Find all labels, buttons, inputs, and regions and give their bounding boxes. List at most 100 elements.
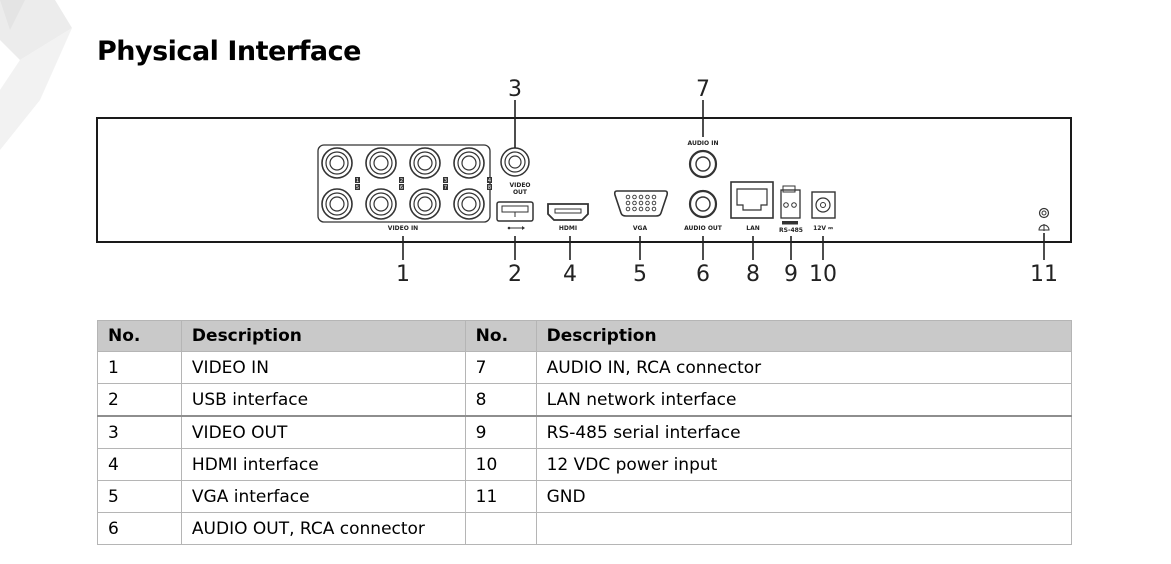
cell-description: USB interface [180, 383, 466, 417]
channel-badge [443, 177, 448, 183]
cell-description: 12 VDC power input [535, 448, 1073, 481]
bnc-connector [409, 188, 441, 220]
bnc-connector [365, 147, 397, 179]
table-row: 5 VGA interface 11 GND [97, 480, 1073, 513]
callout-7: 7 [696, 77, 710, 102]
vga-pin [625, 206, 631, 212]
channel-badge [399, 184, 404, 190]
callout-1: 1 [396, 262, 410, 287]
interface-table: No. Description No. Description 1 VIDEO … [97, 320, 1073, 545]
vga-pin [645, 206, 650, 212]
usb-port [496, 201, 534, 230]
cell-no: 6 [97, 512, 182, 545]
video-out-label-line1: VIDEO [509, 182, 530, 189]
cell-description: VIDEO IN [180, 351, 466, 384]
channel-badge [443, 184, 448, 190]
cell-no: 9 [464, 415, 537, 449]
channel-badge [399, 177, 404, 183]
channel-badge [355, 177, 360, 183]
cell-no: 2 [97, 383, 182, 417]
cell-description [535, 512, 1073, 545]
callout-10: 10 [809, 262, 837, 287]
table-row: 4 HDMI interface 10 12 VDC power input [97, 448, 1073, 481]
video-in-label: VIDEO IN [388, 225, 418, 232]
cell-no: 1 [97, 351, 182, 384]
callout-11: 11 [1030, 262, 1058, 287]
vga-port: VGA [613, 190, 669, 232]
vga-pin [632, 194, 637, 200]
vga-pin [651, 206, 657, 212]
cell-no: 5 [97, 480, 182, 513]
vga-pin [651, 200, 657, 206]
cell-no: 10 [464, 448, 537, 481]
audio-out-label: AUDIO OUT [684, 225, 723, 232]
channel-number: 8 [488, 185, 491, 191]
header-no-left: No. [97, 320, 182, 352]
cell-description: HDMI interface [180, 448, 466, 481]
video-out-port: VIDEO OUT [500, 147, 531, 196]
vga-pin [632, 206, 637, 212]
channel-badge [487, 184, 492, 190]
table-row: 1 VIDEO IN 7 AUDIO IN, RCA connector [97, 351, 1073, 384]
lan-port: LAN [730, 181, 774, 232]
cell-description: GND [535, 480, 1073, 513]
cell-no: 7 [464, 351, 537, 384]
vga-pin [625, 200, 631, 206]
callout-5: 5 [633, 262, 647, 287]
cell-description: AUDIO OUT, RCA connector [180, 512, 466, 545]
page-title: Physical Interface [97, 36, 361, 67]
lan-label: LAN [746, 225, 760, 232]
vga-pin [645, 194, 650, 200]
cell-no: 11 [464, 480, 537, 513]
table-row: 2 USB interface 8 LAN network interface [97, 383, 1073, 417]
header-description-left: Description [180, 320, 466, 352]
rs485-port: RS-485 [779, 185, 803, 234]
channel-badge [487, 177, 492, 183]
bnc-connector [453, 188, 485, 220]
cell-description: VIDEO OUT [180, 415, 466, 449]
bnc-connector [409, 147, 441, 179]
callout-2: 2 [508, 262, 522, 287]
hdmi-label: HDMI [559, 225, 577, 232]
audio-out-port: AUDIO OUT [684, 189, 723, 232]
bnc-connector [453, 147, 485, 179]
bnc-connector [365, 188, 397, 220]
callout-8: 8 [746, 262, 760, 287]
cell-no [464, 512, 537, 545]
cell-description: LAN network interface [535, 383, 1073, 417]
callout-6: 6 [696, 262, 710, 287]
callout-3: 3 [508, 77, 522, 102]
bnc-connector [321, 147, 353, 179]
chassis-outline [96, 117, 1072, 243]
channel-number: 5 [356, 185, 359, 191]
header-no-right: No. [464, 320, 537, 352]
audio-in-label: AUDIO IN [688, 140, 719, 147]
background-watermark [0, 0, 72, 150]
vga-pin [638, 194, 644, 200]
cell-description: RS-485 serial interface [535, 415, 1073, 449]
channel-number: 4 [488, 178, 491, 184]
cell-description: AUDIO IN, RCA connector [535, 351, 1073, 384]
channel-badge [355, 184, 360, 190]
table-header-row: No. Description No. Description [97, 320, 1073, 352]
rs485-label: RS-485 [779, 227, 803, 234]
audio-in-port: AUDIO IN [688, 140, 719, 179]
table-row: 6 AUDIO OUT, RCA connector [97, 512, 1073, 545]
hdmi-port: HDMI [547, 203, 589, 232]
callout-9: 9 [784, 262, 798, 287]
vga-pin [651, 194, 657, 200]
vga-pin [625, 194, 631, 200]
gnd-terminal [1038, 207, 1050, 231]
video-out-label-line2: OUT [513, 189, 528, 196]
callout-4: 4 [563, 262, 577, 287]
cell-no: 4 [97, 448, 182, 481]
power-port: 12V ⎓ [811, 191, 836, 232]
channel-number: 2 [400, 178, 403, 184]
channel-number: 7 [444, 185, 447, 191]
bnc-connector [321, 188, 353, 220]
vga-pin [638, 200, 644, 206]
callout-lines [402, 100, 1045, 260]
ground-icon [1038, 224, 1050, 231]
usb-icon [507, 226, 525, 230]
